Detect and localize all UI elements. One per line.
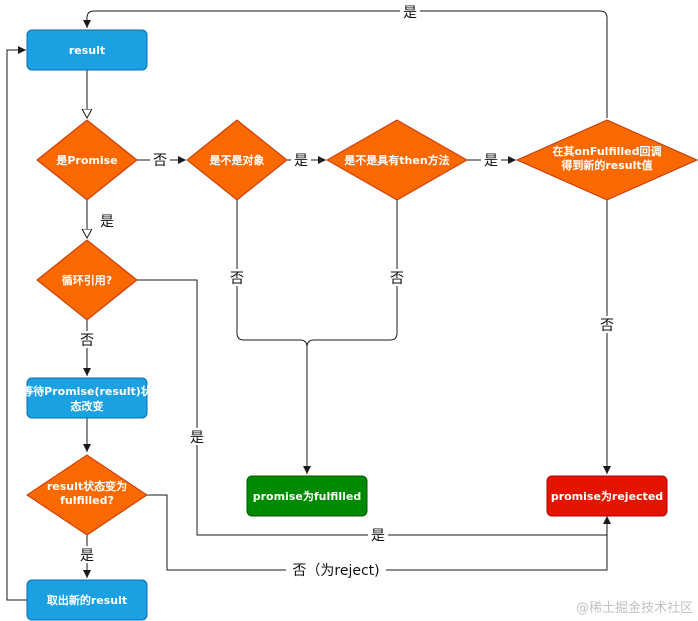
node-is-object: 是不是对象	[186, 119, 288, 201]
edge-cycle-yes	[137, 279, 608, 536]
node-take-new: 取出新的result	[26, 579, 148, 621]
node-rejected-label: promise为rejected	[551, 489, 663, 503]
node-is-promise-label: 是Promise	[55, 154, 117, 167]
node-is-object-label: 是不是对象	[209, 153, 265, 167]
label-no-cycle: 否	[80, 333, 94, 349]
node-fulfilled-label: promise为fulfilled	[253, 489, 362, 503]
edge-has-then-no	[306, 200, 398, 348]
node-has-then: 是不是具有then方法	[325, 119, 469, 201]
node-rejected: promise为rejected	[546, 475, 668, 517]
node-cycle: 循环引用?	[36, 239, 138, 321]
label-yes-top: 是	[403, 5, 417, 21]
edge-onfulfilled-back-to-result	[83, 10, 608, 118]
node-changed-label-2: fulfilled?	[60, 494, 114, 507]
node-cycle-label: 循环引用?	[62, 273, 112, 287]
label-yes-cycle-bottom: 是	[371, 528, 385, 544]
label-no-is-promise: 否	[153, 153, 167, 169]
node-wait: 等待Promise(result)状 态改变	[21, 377, 153, 419]
edge-changed-no	[147, 494, 611, 571]
node-result: result	[26, 29, 148, 71]
label-yes-changed: 是	[80, 548, 94, 564]
label-no-reject: 否（为reject)	[292, 563, 379, 579]
node-fulfilled: promise为fulfilled	[246, 475, 368, 517]
label-yes-has-then: 是	[484, 153, 498, 169]
node-changed: result状态变为 fulfilled?	[26, 454, 148, 536]
label-yes-is-object: 是	[294, 153, 308, 169]
node-onfulfilled-label-1: 在其onFulfilled回调	[553, 144, 662, 158]
node-has-then-label: 是不是具有then方法	[343, 153, 449, 167]
edge-take-new-back-to-result	[6, 46, 27, 601]
label-no-is-object: 否	[230, 271, 244, 287]
node-take-new-label: 取出新的result	[47, 593, 127, 607]
node-changed-label-1: result状态变为	[47, 479, 127, 493]
watermark: @稀土掘金技术社区	[576, 600, 693, 616]
node-result-label: result	[69, 44, 105, 57]
label-yes-is-promise: 是	[100, 214, 114, 230]
node-onfulfilled-label-2: 得到新的result值	[560, 158, 652, 172]
label-no-onfulfilled: 否	[600, 318, 614, 334]
edge-is-object-no	[236, 200, 311, 474]
label-yes-cycle: 是	[190, 430, 204, 446]
node-wait-label-2: 态改变	[71, 399, 104, 413]
label-no-has-then: 否	[390, 271, 404, 287]
node-is-promise: 是Promise	[36, 119, 138, 201]
node-wait-label-1: 等待Promise(result)状	[21, 384, 153, 398]
node-onfulfilled: 在其onFulfilled回调 得到新的result值	[515, 119, 698, 201]
